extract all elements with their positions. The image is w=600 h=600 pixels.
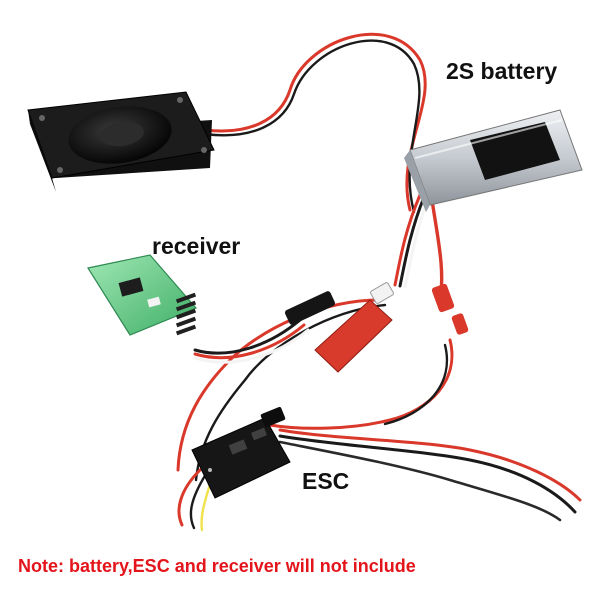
receiver-board <box>87 254 198 336</box>
wiring <box>176 32 582 532</box>
disclaimer-note: Note: battery,ESC and receiver will not … <box>18 556 416 576</box>
switch-board <box>284 282 469 373</box>
battery <box>404 109 583 212</box>
speaker-wire-red <box>203 32 427 212</box>
esc-board <box>191 406 291 499</box>
receiver-label: receiver <box>152 233 241 259</box>
speaker <box>27 91 215 192</box>
speaker-wire-black <box>203 39 421 214</box>
esc-label: ESC <box>302 468 350 494</box>
battery-label: 2S battery <box>446 58 558 84</box>
